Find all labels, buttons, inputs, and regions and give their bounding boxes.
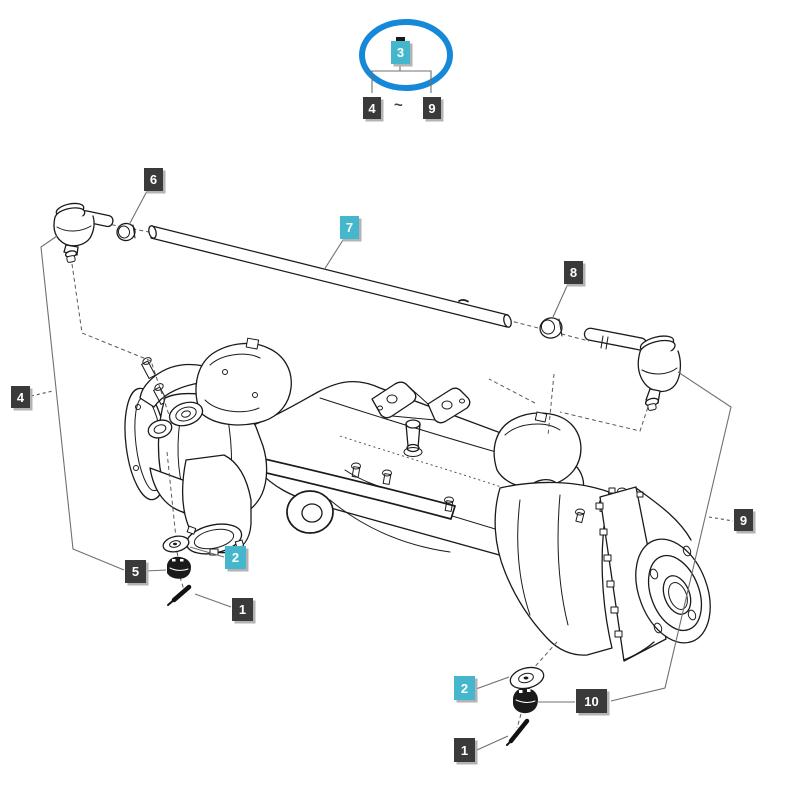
legend-bracket <box>359 19 453 93</box>
axle-pivot-eye <box>286 490 334 534</box>
callout-2-washer-right[interactable]: 2 <box>454 676 475 700</box>
legend-circled-label-3[interactable]: 3 <box>391 41 410 64</box>
callout-5-castle-nut[interactable]: 5 <box>125 560 146 583</box>
tie-rod-end-nut-right <box>539 317 563 339</box>
callout-10-castle-nut[interactable]: 10 <box>576 689 607 713</box>
drag-link-rod <box>148 225 512 328</box>
callout-4-left-tie-rod-end[interactable]: 4 <box>11 386 30 408</box>
cotter-pin <box>506 718 530 746</box>
axle-top-brackets <box>371 381 471 457</box>
legend-range-separator: ~ <box>394 97 403 114</box>
upper-kingpin-housing <box>195 342 292 426</box>
left-stud-hardware <box>162 535 192 606</box>
right-steering-knuckle <box>493 411 711 662</box>
callout-7-drag-link[interactable]: 7 <box>340 216 359 239</box>
pivot-pin <box>403 419 423 457</box>
hub-face <box>635 538 711 644</box>
kingpin-bearing-rings <box>147 401 204 439</box>
callout-6-nut[interactable]: 6 <box>144 168 163 191</box>
callout-1-cotter-pin-left[interactable]: 1 <box>232 598 253 621</box>
lower-king-post <box>182 454 252 556</box>
right-stud-hardware <box>506 666 545 746</box>
cotter-pin <box>167 584 192 606</box>
washer <box>509 666 545 690</box>
right-knuckle-body <box>494 481 613 656</box>
washer <box>162 535 190 553</box>
legend-tick <box>396 37 405 42</box>
left-steering-knuckle <box>124 337 334 556</box>
callout-2-washer-left[interactable]: 2 <box>225 546 246 569</box>
clamp-slot <box>458 299 469 303</box>
legend-range-from-4[interactable]: 4 <box>363 97 381 119</box>
castle-nut <box>167 556 191 579</box>
beam-bolt <box>351 462 454 512</box>
leader-lines <box>30 190 734 751</box>
wheel-hub <box>595 486 711 662</box>
callout-9-right-tie-rod-end[interactable]: 9 <box>734 509 753 531</box>
callout-1-cotter-pin-right[interactable]: 1 <box>454 738 475 762</box>
left-tie-rod-end <box>53 202 114 263</box>
highlight-circle <box>359 19 453 91</box>
castle-nut <box>513 687 538 714</box>
legend-range-to-9[interactable]: 9 <box>423 97 441 119</box>
callout-8-nut[interactable]: 8 <box>564 261 583 284</box>
right-tie-rod-end <box>583 327 682 411</box>
tie-rod-end-nut-left <box>116 222 136 242</box>
